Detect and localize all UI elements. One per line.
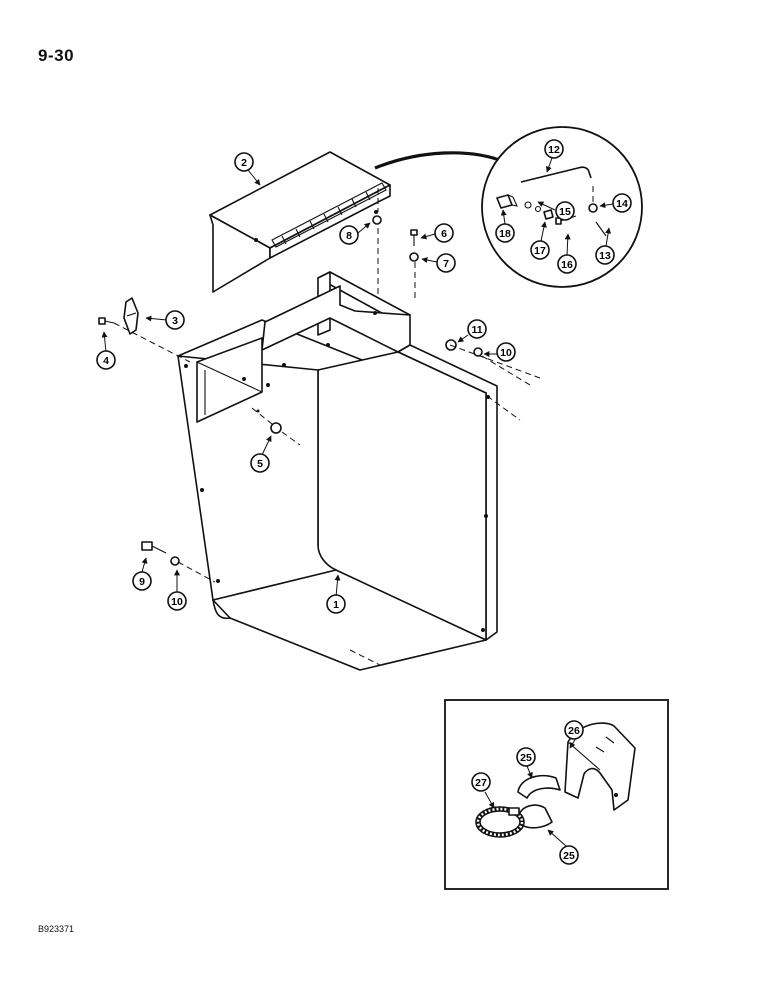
- callout-26: 26: [564, 720, 584, 740]
- callout-12-label: 12: [548, 144, 560, 156]
- callout-7-label: 7: [443, 258, 449, 270]
- page-number: 9-30: [38, 46, 75, 65]
- callout-26-label: 26: [568, 725, 580, 737]
- callout-14-label: 14: [616, 198, 628, 210]
- callout-15-label: 15: [559, 206, 571, 218]
- callout-17-label: 17: [534, 245, 546, 257]
- callout-7: 7: [436, 253, 456, 273]
- top-cover-part: [209, 151, 391, 293]
- callout-25-upper-label: 25: [520, 752, 532, 764]
- callout-1-label: 1: [333, 599, 339, 611]
- callout-18-label: 18: [499, 228, 511, 240]
- callout-8: 8: [339, 225, 359, 245]
- callout-1: 1: [326, 594, 346, 614]
- detail-pointer-curve: [374, 151, 506, 170]
- callout-6-label: 6: [441, 228, 447, 240]
- callout-10-lower: 10: [167, 591, 187, 611]
- callout-16-label: 16: [561, 259, 573, 271]
- callout-15: 15: [555, 201, 575, 221]
- callout-4: 4: [96, 350, 116, 370]
- callout-25-lower: 25: [559, 845, 579, 865]
- callout-8-label: 8: [346, 230, 352, 242]
- callout-27-label: 27: [475, 777, 487, 789]
- callout-25-upper: 25: [516, 747, 536, 767]
- inset-clamp-detail: [444, 699, 669, 890]
- callout-2: 2: [234, 152, 254, 172]
- callout-11: 11: [467, 319, 487, 339]
- figure-code: B923371: [38, 924, 75, 934]
- callout-3-label: 3: [172, 315, 178, 327]
- callout-10-lower-label: 10: [171, 596, 183, 608]
- callout-18: 18: [495, 223, 515, 243]
- callout-11-label: 11: [471, 324, 482, 336]
- callout-2-label: 2: [241, 157, 247, 169]
- callout-13-label: 13: [599, 250, 611, 262]
- callout-25-lower-label: 25: [563, 850, 575, 862]
- alignment-lines: [113, 188, 541, 666]
- callout-9: 9: [132, 571, 152, 591]
- callout-5-label: 5: [257, 458, 263, 470]
- callout-13: 13: [595, 245, 615, 265]
- main-shield-part: [177, 271, 498, 671]
- callout-12: 12: [544, 139, 564, 159]
- callout-5: 5: [250, 453, 270, 473]
- latch-bracket-part: [123, 297, 139, 335]
- leader-lines: [101, 157, 614, 598]
- callout-14: 14: [612, 193, 632, 213]
- callout-10-upper-label: 10: [500, 347, 512, 359]
- callout-27: 27: [471, 772, 491, 792]
- callout-10-upper: 10: [496, 342, 516, 362]
- callout-9-label: 9: [139, 576, 145, 588]
- callout-16: 16: [557, 254, 577, 274]
- callout-17: 17: [530, 240, 550, 260]
- callout-6: 6: [434, 223, 454, 243]
- callout-3: 3: [165, 310, 185, 330]
- callout-4-label: 4: [103, 355, 109, 367]
